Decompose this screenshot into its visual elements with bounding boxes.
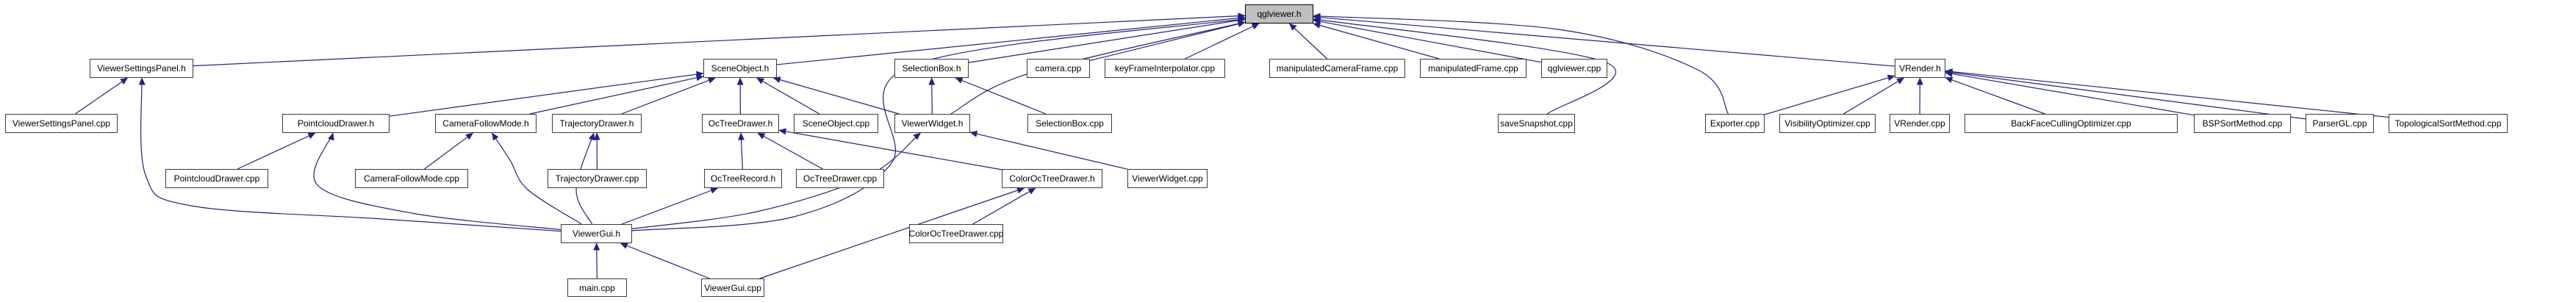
graph-node-BackFaceCullingOptimizer_cpp[interactable]: BackFaceCullingOptimizer.cpp xyxy=(1965,114,2178,133)
graph-node-main_cpp[interactable]: main.cpp xyxy=(567,278,627,297)
edge-ViewerWidget_cpp-to-ViewerWidget_h xyxy=(969,130,1128,170)
graph-node-ParserGL_cpp[interactable]: ParserGL.cpp xyxy=(2306,114,2374,133)
edge-TopologicalSortMethod_cpp-to-VRender_h xyxy=(1945,68,2389,118)
edge-ViewerWidget_h-to-SelectionBox_h xyxy=(928,77,936,115)
graph-node-TopologicalSortMethod_cpp[interactable]: TopologicalSortMethod.cpp xyxy=(2389,114,2508,133)
edge-CameraFollowMode_h-to-SceneObject_h xyxy=(529,74,704,115)
edge-SceneObject_h-to-qglviewer_h xyxy=(776,15,1246,65)
edge-PointcloudDrawer_h-to-SceneObject_h xyxy=(389,71,704,117)
graph-node-ColorOcTreeDrawer_h[interactable]: ColorOcTreeDrawer.h xyxy=(1002,169,1102,188)
graph-node-OcTreeDrawer_cpp[interactable]: OcTreeDrawer.cpp xyxy=(796,169,884,188)
graph-node-ViewerWidget_h[interactable]: ViewerWidget.h xyxy=(894,114,970,133)
edge-ParserGL_cpp-to-VRender_h xyxy=(1945,69,2306,120)
edge-Exporter_cpp-to-VRender_h xyxy=(1764,74,1895,115)
graph-node-SelectionBox_h[interactable]: SelectionBox.h xyxy=(894,59,969,78)
edge-VisibilityOptimizer_cpp-to-VRender_h xyxy=(1843,77,1905,115)
graph-node-VisibilityOptimizer_cpp[interactable]: VisibilityOptimizer.cpp xyxy=(1779,114,1876,133)
graph-node-BSPSortMethod_cpp[interactable]: BSPSortMethod.cpp xyxy=(2194,114,2291,133)
edge-ViewerGui_h-to-qglviewer_h xyxy=(631,16,1246,231)
edge-SelectionBox_cpp-to-SelectionBox_h xyxy=(955,77,1047,115)
graph-node-ViewerWidget_cpp[interactable]: ViewerWidget.cpp xyxy=(1127,169,1208,188)
graph-node-saveSnapshot_cpp[interactable]: saveSnapshot.cpp xyxy=(1498,114,1575,133)
graph-node-ViewerGui_h[interactable]: ViewerGui.h xyxy=(561,224,632,243)
edge-CameraFollowMode_cpp-to-CameraFollowMode_h xyxy=(424,132,473,170)
graph-node-Exporter_cpp[interactable]: Exporter.cpp xyxy=(1705,114,1765,133)
graph-node-qglviewer_cpp[interactable]: qglviewer.cpp xyxy=(1541,59,1607,78)
edge-manipulatedFrame_cpp-to-qglviewer_h xyxy=(1313,22,1440,60)
graph-node-OcTreeDrawer_h[interactable]: OcTreeDrawer.h xyxy=(702,114,779,133)
graph-node-ViewerSettingsPanel_h[interactable]: ViewerSettingsPanel.h xyxy=(90,59,193,78)
graph-node-VRender_cpp[interactable]: VRender.cpp xyxy=(1890,114,1950,133)
graph-node-qglviewer_h[interactable]: qglviewer.h xyxy=(1245,4,1313,24)
edge-ViewerSettingsPanel_cpp-to-ViewerSettingsPanel_h xyxy=(75,77,129,115)
graph-node-PointcloudDrawer_cpp[interactable]: PointcloudDrawer.cpp xyxy=(165,169,268,188)
edge-ViewerGui_h-to-ViewerWidget_h xyxy=(631,132,921,229)
edge-ViewerGui_h-to-PointcloudDrawer_h xyxy=(313,132,562,231)
edge-ColorOcTreeDrawer_h-to-OcTreeDrawer_h xyxy=(778,128,1002,170)
edge-saveSnapshot_cpp-to-qglviewer_h xyxy=(1313,16,1616,115)
graph-node-OcTreeRecord_h[interactable]: OcTreeRecord.h xyxy=(704,169,782,188)
edge-VRender_h-to-qglviewer_h xyxy=(1313,14,1895,67)
edge-TrajectoryDrawer_h-to-SceneObject_h xyxy=(621,77,716,115)
edge-ViewerGui_h-to-ViewerSettingsPanel_h xyxy=(138,77,562,232)
graph-node-SceneObject_h[interactable]: SceneObject.h xyxy=(703,59,777,78)
graph-node-keyFrameInterpolator_cpp[interactable]: keyFrameInterpolator.cpp xyxy=(1105,59,1225,78)
edge-ViewerGui_cpp-to-ColorOcTreeDrawer_h xyxy=(759,187,1025,279)
edge-ViewerGui_cpp-to-ViewerGui_h xyxy=(620,242,710,279)
graph-node-camera_cpp[interactable]: camera.cpp xyxy=(1027,59,1090,78)
graph-node-SceneObject_cpp[interactable]: SceneObject.cpp xyxy=(794,114,878,133)
edge-BackFaceCullingOptimizer_cpp-to-VRender_h xyxy=(1945,76,2045,115)
edge-ViewerSettingsPanel_h-to-qglviewer_h xyxy=(193,12,1246,67)
edge-qglviewer_cpp-to-qglviewer_h xyxy=(1313,18,1542,63)
edge-OcTreeRecord_h-to-OcTreeDrawer_h xyxy=(738,132,745,170)
graph-node-manipulatedCameraFrame_cpp[interactable]: manipulatedCameraFrame.cpp xyxy=(1269,59,1405,78)
graph-node-CameraFollowMode_h[interactable]: CameraFollowMode.h xyxy=(435,114,537,133)
edge-SelectionBox_h-to-qglviewer_h xyxy=(968,17,1246,63)
edge-SceneObject_cpp-to-SceneObject_h xyxy=(756,77,820,115)
edge-ViewerGui_h-to-OcTreeRecord_h xyxy=(621,187,718,225)
graph-node-SelectionBox_cpp[interactable]: SelectionBox.cpp xyxy=(1027,114,1112,133)
edge-Exporter_cpp-to-qglviewer_h xyxy=(1313,12,1729,115)
edge-ViewerWidget_h-to-SceneObject_h xyxy=(772,76,900,115)
graph-node-TrajectoryDrawer_h[interactable]: TrajectoryDrawer.h xyxy=(552,114,642,133)
edge-BSPSortMethod_cpp-to-VRender_h xyxy=(1945,71,2195,116)
graph-node-VRender_h[interactable]: VRender.h xyxy=(1895,59,1945,78)
graph-node-ColorOcTreeDrawer_cpp[interactable]: ColorOcTreeDrawer.cpp xyxy=(909,224,1003,243)
edge-keyFrameInterpolator_cpp-to-qglviewer_h xyxy=(1185,23,1260,60)
edge-manipulatedCameraFrame_cpp-to-qglviewer_h xyxy=(1288,23,1328,60)
edge-ViewerGui_h-to-CameraFollowMode_h xyxy=(492,132,582,225)
edge-OcTreeDrawer_cpp-to-OcTreeDrawer_h xyxy=(757,132,823,170)
edge-main_cpp-to-ViewerGui_h xyxy=(593,242,600,279)
graph-node-TrajectoryDrawer_cpp[interactable]: TrajectoryDrawer.cpp xyxy=(548,169,647,188)
graph-node-ViewerSettingsPanel_cpp[interactable]: ViewerSettingsPanel.cpp xyxy=(5,114,118,133)
graph-node-manipulatedFrame_cpp[interactable]: manipulatedFrame.cpp xyxy=(1420,59,1526,78)
edge-ColorOcTreeDrawer_cpp-to-ColorOcTreeDrawer_h xyxy=(972,187,1036,225)
edge-camera_cpp-to-qglviewer_h xyxy=(1089,21,1246,61)
edge-PointcloudDrawer_cpp-to-PointcloudDrawer_h xyxy=(237,132,316,170)
graph-node-CameraFollowMode_cpp[interactable]: CameraFollowMode.cpp xyxy=(355,169,468,188)
graph-node-ViewerGui_cpp[interactable]: ViewerGui.cpp xyxy=(701,278,764,297)
edge-ViewerGui_h-to-TrajectoryDrawer_h xyxy=(575,132,595,225)
graph-node-PointcloudDrawer_h[interactable]: PointcloudDrawer.h xyxy=(282,114,390,133)
